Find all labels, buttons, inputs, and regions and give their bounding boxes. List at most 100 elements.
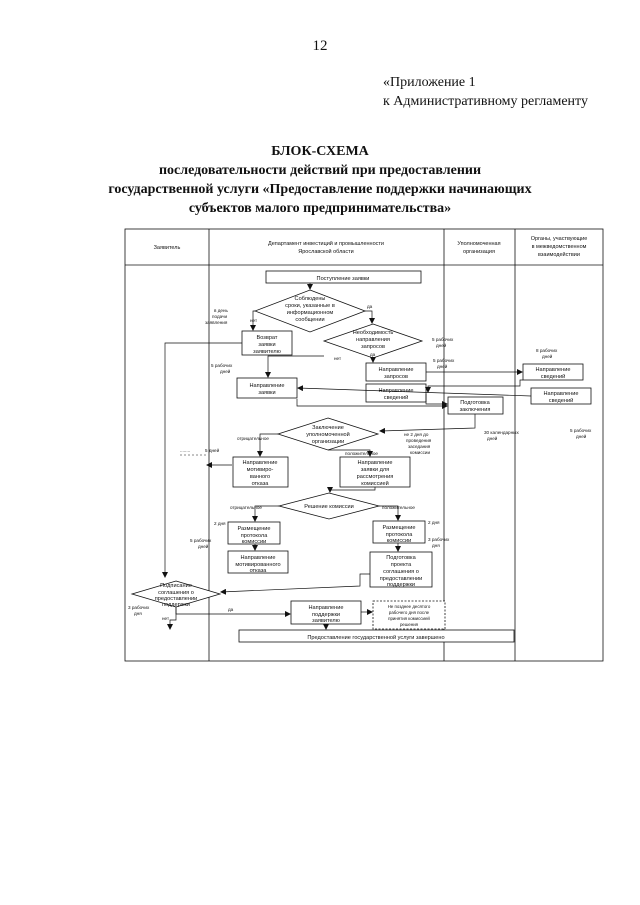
note-line-1: Не позднее десятого (388, 604, 431, 609)
bodies-info2-line-1: Направление (544, 391, 579, 397)
protocol-a-box (227, 521, 281, 545)
agreement-prep-box (369, 551, 433, 588)
requests-decision-line-1: Необходимость (353, 330, 394, 336)
commission-line-1: Направление (358, 460, 393, 466)
title-line-2: последовательности действий при предоста… (158, 163, 482, 178)
send-app-box (236, 377, 298, 399)
protocol-a-line-3: комиссии (242, 539, 266, 545)
conclusion-decision-line-3: организации (312, 439, 345, 445)
final-label: Предоставление государственной услуги за… (307, 634, 444, 641)
title-line-4: субъектов малого предпринимательства» (188, 201, 452, 216)
label-yes-2: да (370, 352, 376, 357)
bodies-info-box (522, 363, 584, 381)
label-wd5-e-2: дней (198, 543, 209, 549)
agreement-prep-line-2: проекта (391, 562, 412, 568)
conclusion-line-1: Подготовка (460, 400, 490, 406)
label-days2-b: 2 дня (428, 520, 440, 525)
send-app-line-2: заявки (258, 390, 275, 396)
refusal-line-1: Направление (243, 460, 278, 466)
appendix-line-2: к Административному регламенту (383, 94, 588, 109)
label-before-meeting-2: проведения (406, 438, 432, 443)
label-day-receipt-2: подачи (212, 314, 227, 319)
label-day-receipt-1: в день (214, 308, 228, 313)
label-wd5-a-1: 5 рабочих (432, 337, 454, 342)
label-wd8-2: дней (542, 353, 553, 359)
label-days5: 5 дней (205, 447, 220, 453)
column-applicant: Заявитель (154, 245, 181, 251)
deadline-decision-line-4: сообщении (295, 317, 324, 323)
note-line-4: решения (400, 622, 419, 627)
agreement-prep-line-3: соглашения о (383, 569, 419, 575)
commission-line-4: комиссией (361, 480, 389, 487)
deadline-decision-line-3: информационном (287, 310, 334, 316)
return-line-2: заявки (258, 342, 275, 348)
label-negative-2: отрицательное (230, 505, 262, 510)
signing-line-3: предоставлении (155, 596, 197, 602)
commission-decision (277, 492, 381, 520)
commission-line-3: рассмотрения (357, 474, 394, 480)
conclusion-decision-line-1: Заключение (312, 425, 344, 431)
label-positive-1: положительное (345, 451, 378, 456)
label-yes-3: да (228, 607, 234, 612)
note-box (372, 600, 446, 630)
label-wd5-c-2: дней (220, 368, 231, 374)
bodies-info2-line-2: сведений (549, 397, 573, 404)
motivated-line-3: отказа (250, 568, 268, 574)
label-before-meeting-1: не 2 дня до (404, 432, 429, 437)
column-department-line-2: Ярославской области (298, 248, 353, 255)
label-wd5-b-2: дней (437, 363, 448, 369)
title-line-3: государственной услуги «Предоставление п… (108, 182, 532, 197)
send-app-line-1: Направление (250, 383, 285, 389)
support-line-1: Направление (309, 605, 344, 611)
swimlane-table (124, 228, 604, 662)
conclusion-decision-line-2: уполномоченной (306, 431, 350, 438)
title-line-1: БЛОК-СХЕМА (271, 144, 369, 159)
column-authorized-line-2: организация (463, 249, 495, 255)
document-title: БЛОК-СХЕМА последовательности действий п… (0, 142, 640, 218)
label-wd3-2: дня (432, 543, 440, 548)
label-wd5-e-1: 5 рабочих (190, 538, 212, 543)
signing-line-1: Подписание (160, 583, 192, 589)
label-wd3-1: 3 рабочих (428, 537, 450, 542)
label-cal30-1: 30 календарных (484, 430, 519, 435)
send-requests-line-1: Направление (379, 367, 414, 373)
label-wd3b-2: дня (134, 611, 142, 616)
return-box (241, 330, 293, 356)
receipt-box (265, 270, 422, 284)
deadline-decision (253, 289, 367, 333)
label-day-receipt-3: заявления (205, 320, 228, 325)
support-line-2: поддержки (312, 612, 340, 618)
return-line-3: заявителю (253, 349, 281, 355)
support-line-3: заявителю (312, 618, 340, 624)
deadline-decision-line-2: сроки, указанные в (285, 303, 335, 309)
send-info-line-1: Направление (379, 388, 414, 394)
label-no-2: нет (334, 356, 342, 361)
label-days2-a: 2 дня (214, 521, 226, 526)
label-dots: ........ (180, 448, 190, 453)
label-wd3b-1: 3 рабочих (128, 605, 150, 610)
final-box (238, 629, 515, 643)
page-number: 12 (312, 38, 328, 54)
column-authorized-line-1: Уполномоченная (457, 241, 500, 247)
protocol-b-line-3: комиссии (387, 538, 411, 544)
label-cal30-2: дней (487, 435, 498, 441)
refusal-line-2: мотивиро- (247, 467, 274, 473)
protocol-b-box (372, 520, 426, 544)
column-bodies-line-2: в межведомственном (532, 244, 587, 250)
motivated-line-1: Направление (241, 555, 276, 561)
agreement-prep-line-5: поддержки (387, 582, 415, 588)
bodies-info-line-2: сведений (541, 373, 565, 380)
send-info-box (365, 383, 427, 403)
protocol-b-line-1: Размещение (382, 525, 415, 531)
label-wd5-c-1: 5 рабочих (211, 363, 233, 368)
agreement-prep-line-4: предоставлении (380, 576, 422, 582)
requests-decision-line-2: направления (356, 337, 390, 343)
label-wd5-d-1: 5 рабочих (570, 428, 592, 433)
label-positive-2: положительное (382, 505, 415, 510)
send-requests-line-2: запросов (384, 374, 408, 380)
motivated-line-2: мотивированного (235, 562, 280, 568)
protocol-b-line-2: протокола (386, 532, 414, 538)
column-department-line-1: Департамент инвестиций и промышленности (268, 240, 384, 247)
column-bodies-line-3: взаимодействии (538, 251, 580, 258)
label-no-3: нет (162, 616, 170, 621)
